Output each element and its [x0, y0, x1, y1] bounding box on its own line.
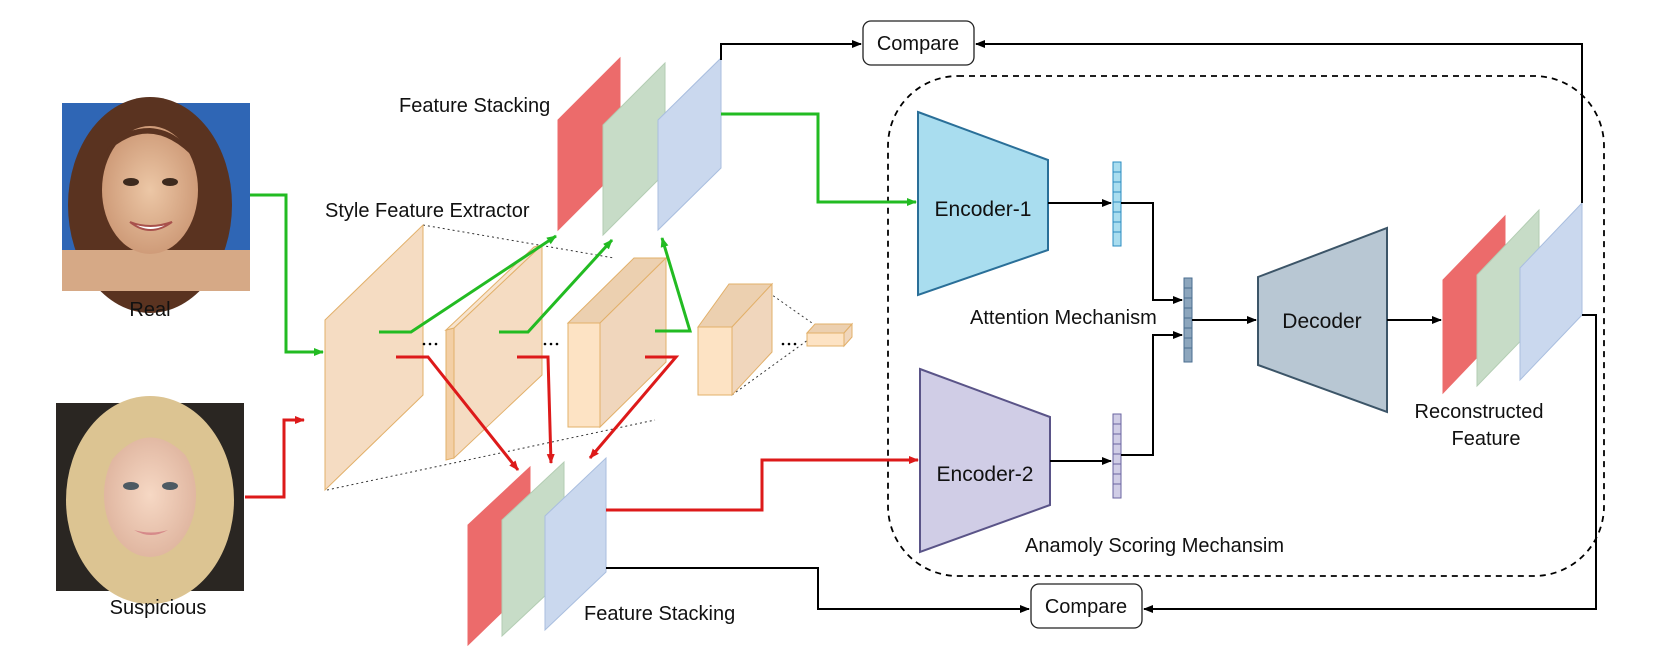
encoder-1-shape	[917, 110, 1049, 297]
decoder-shape	[1257, 226, 1388, 414]
anomaly-scoring-label: Anamoly Scoring Mechansim	[1025, 535, 1284, 557]
reconstructed-feature-label-1: Reconstructed	[1415, 401, 1544, 423]
encoder-2-label: Encoder-2	[937, 463, 1034, 486]
compare-top-box: Compare	[862, 20, 975, 66]
decoder-label: Decoder	[1282, 310, 1361, 333]
arrow-layer2-to-stack	[499, 238, 614, 334]
conv-layer-4-front	[697, 326, 733, 396]
arrow-layer2-to-stack	[517, 355, 555, 464]
encoder-1-label: Encoder-1	[935, 198, 1032, 221]
conv-layer-3-front	[567, 322, 601, 428]
feature-stacking-bottom-label: Feature Stacking	[584, 603, 735, 625]
extractor-ellipsis	[422, 342, 797, 346]
arrow-stack-top-to-compare	[720, 40, 862, 60]
reconstructed-feature-label-2: Feature	[1452, 428, 1521, 450]
face-shape	[104, 433, 196, 557]
real-label: Real	[129, 299, 170, 321]
arrow-stack-bottom-to-compare	[606, 567, 1030, 613]
arrow-stack-to-encoder-1	[721, 112, 917, 206]
encoder-2-shape	[919, 367, 1051, 554]
feature-stacking-top-label: Feature Stacking	[399, 95, 550, 117]
attention-vector	[1183, 277, 1193, 363]
arrow-reconstructed-to-compare-bottom	[1143, 314, 1597, 613]
suspicious-photo	[56, 396, 244, 604]
arrow-stack-to-encoder-2	[606, 456, 919, 512]
arrow-reconstructed-to-compare-top	[975, 40, 1583, 203]
arrow-latent-2-to-attention	[1121, 331, 1183, 456]
feature-extractor	[324, 223, 854, 492]
conv-layer-5-front	[806, 332, 845, 347]
conv-layer-2-side	[445, 327, 455, 461]
attention-mechanism-label: Attention Mechanism	[970, 307, 1157, 329]
arrow-real-to-extractor	[250, 193, 324, 356]
conv-layer-2	[453, 243, 543, 460]
compare-bottom-label: Compare	[1045, 596, 1127, 618]
latent-vector-2	[1112, 413, 1122, 499]
real-path-arrows	[250, 112, 917, 356]
stack-plane-blue	[544, 456, 607, 632]
stack-plane-blue	[657, 56, 722, 232]
feature-stack-top	[557, 56, 722, 237]
real-photo	[62, 97, 250, 313]
style-feature-extractor-label: Style Feature Extractor	[325, 200, 530, 222]
face-shape	[102, 126, 198, 254]
anomaly-scoring-region	[887, 75, 1605, 577]
compare-bottom-box: Compare	[1030, 583, 1143, 629]
feature-stack-bottom	[467, 456, 607, 647]
arrow-layer3-to-stack	[588, 355, 680, 459]
connector-arrows	[606, 40, 1597, 613]
suspicious-label: Suspicious	[110, 597, 207, 619]
arrow-layer3-to-stack	[655, 237, 693, 333]
feature-stack-reconstructed	[1442, 201, 1583, 395]
compare-top-label: Compare	[877, 33, 959, 55]
arrow-suspicious-to-extractor	[245, 416, 305, 499]
arrow-layer1-to-stack	[396, 355, 520, 471]
arrow-latent-1-to-attention	[1121, 202, 1183, 304]
suspicious-path-arrows	[245, 355, 919, 512]
conv-layer-1	[324, 223, 424, 492]
latent-vector-1	[1112, 161, 1122, 247]
arrow-layer1-to-stack	[379, 234, 557, 334]
